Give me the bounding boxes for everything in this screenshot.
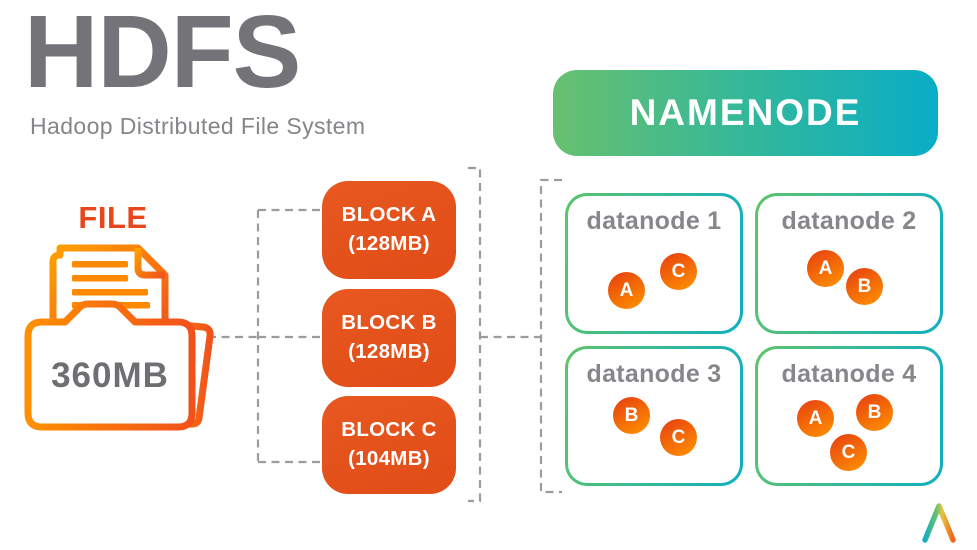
file-folder-icon <box>24 244 214 431</box>
replica-b-chip: B <box>856 394 893 431</box>
block-b-name: BLOCK B <box>341 311 437 335</box>
page-title: HDFS <box>24 0 301 109</box>
block-a-name: BLOCK A <box>341 203 437 227</box>
datanode-4-label: datanode 4 <box>781 360 917 388</box>
folder-front <box>24 300 196 431</box>
replica-c-chip: C <box>830 434 867 471</box>
caret-logo-icon <box>922 503 956 543</box>
datanode-1-label: datanode 1 <box>586 207 722 235</box>
namenode-label: NAMENODE <box>629 92 862 133</box>
block-a-size: (128MB) <box>348 232 430 255</box>
datanode-2-label: datanode 2 <box>781 207 917 235</box>
block-b: BLOCK B (128MB) <box>322 289 456 387</box>
page-subtitle: Hadoop Distributed File System <box>30 113 366 139</box>
replica-a-chip: A <box>608 272 645 309</box>
block-b-size: (128MB) <box>348 340 430 363</box>
replica-c-chip: C <box>660 253 697 290</box>
block-a: BLOCK A (128MB) <box>322 181 456 279</box>
file-size: 360MB <box>51 356 169 395</box>
replica-a-chip: A <box>797 400 834 437</box>
namenode-banner: NAMENODE <box>553 70 938 156</box>
block-c-size: (104MB) <box>348 447 430 470</box>
replica-b-chip: B <box>846 268 883 305</box>
replica-a-chip: A <box>807 250 844 287</box>
block-c-name: BLOCK C <box>341 418 437 442</box>
file-label: FILE <box>78 200 148 235</box>
datanode-3-label: datanode 3 <box>586 360 722 388</box>
replica-b-chip: B <box>613 397 650 434</box>
replica-c-chip: C <box>660 419 697 456</box>
block-c: BLOCK C (104MB) <box>322 396 456 494</box>
